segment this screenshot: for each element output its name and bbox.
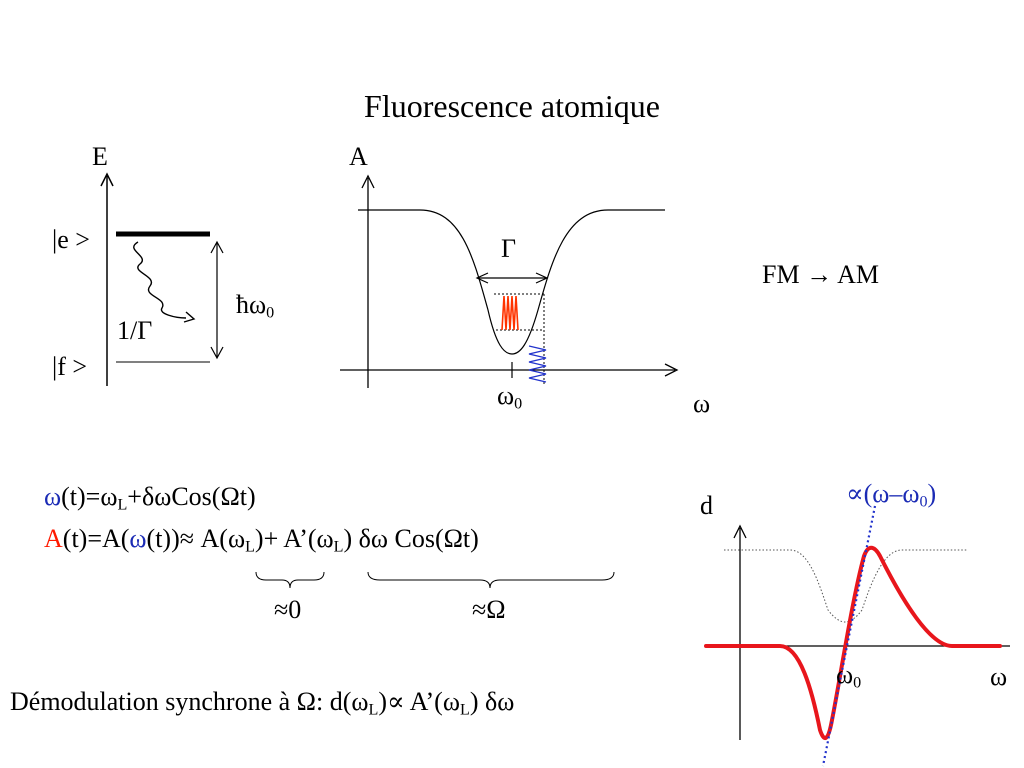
- brace-right: [367, 571, 615, 589]
- wavy-arrowhead: [183, 311, 196, 323]
- slope-dotted-line: [821, 505, 877, 767]
- absorption-y-arrowhead: [361, 174, 375, 189]
- energy-gap-arrowhead-top: [210, 240, 224, 254]
- equation-absorption: A(t)=A(ω(t))≈ A(ωL)+ A’(ωL) δω Cos(Ωt): [44, 524, 479, 556]
- derivative-plot: [704, 505, 1010, 767]
- absorption-x-arrowhead: [664, 363, 679, 377]
- absorption-x-label: ω: [693, 389, 711, 418]
- am-output-oscillation: [501, 295, 519, 331]
- linewidth-arrowhead-right: [535, 272, 549, 284]
- energy-gap-arrowhead-bottom: [210, 346, 224, 360]
- absorption-plot: [340, 174, 679, 388]
- upper-level-label: |e >: [52, 225, 90, 254]
- fm-input-oscillation: [528, 345, 547, 383]
- slope-proportionality-label: ∝(ω–ω0): [846, 479, 937, 511]
- lower-level-label: |f >: [52, 352, 88, 381]
- linewidth-label: Γ: [501, 234, 517, 263]
- energy-axis-arrowhead: [100, 172, 114, 187]
- center-frequency-label: ω0: [497, 381, 523, 413]
- brace-left-label: ≈0: [274, 595, 302, 624]
- decay-rate-label: 1/Γ: [117, 316, 153, 345]
- energy-axis-label: E: [92, 142, 108, 171]
- error-signal-curve: [704, 545, 1002, 740]
- page-title: Fluorescence atomique: [364, 88, 660, 124]
- reference-absorption-dotted-curve: [724, 549, 968, 623]
- brace-right-label: ≈Ω: [472, 595, 506, 624]
- demodulation-statement: Démodulation synchrone à Ω: d(ωL)∝ A’(ωL…: [10, 687, 515, 719]
- absorption-y-label: A: [349, 142, 368, 171]
- derivative-y-arrowhead: [733, 524, 747, 539]
- derivative-x-label: ω: [990, 662, 1008, 691]
- equation-omega: ω(t)=ωL+δωCos(Ωt): [44, 482, 256, 514]
- spontaneous-emission-wavy-arrow: [133, 241, 187, 319]
- fm-to-am-label: FM → AM: [762, 260, 880, 289]
- brace-left: [255, 571, 325, 589]
- derivative-y-label: d: [700, 491, 713, 520]
- linewidth-arrowhead-left: [475, 272, 489, 284]
- energy-diagram: [100, 172, 224, 386]
- transition-energy-label: ħω0: [236, 290, 275, 322]
- derivative-center-label: ω0: [836, 660, 862, 692]
- equation-braces: [255, 571, 615, 589]
- absorption-line-curve: [358, 209, 665, 355]
